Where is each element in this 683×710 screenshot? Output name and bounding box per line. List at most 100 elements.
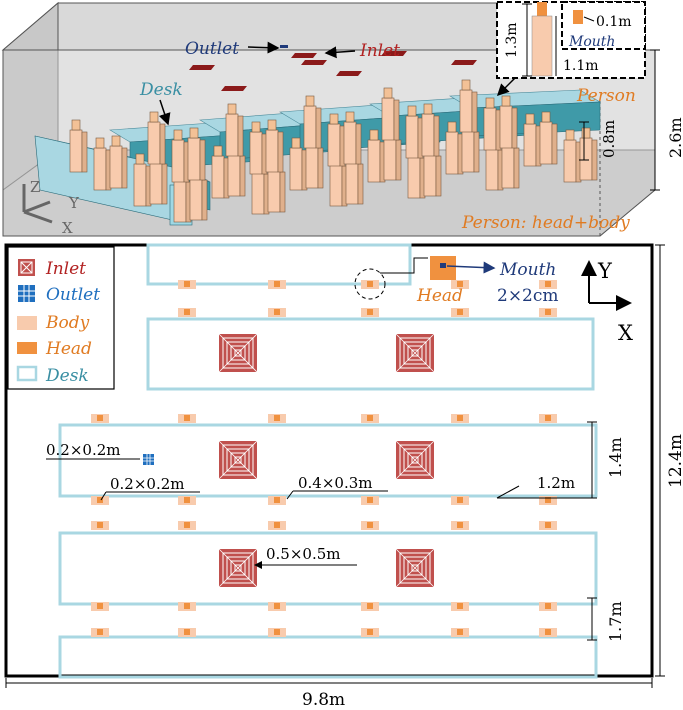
body-side-3d bbox=[201, 179, 208, 221]
head-3d bbox=[447, 121, 457, 133]
row-spacing-label: 1.7m bbox=[606, 601, 625, 642]
body-side-3d bbox=[433, 115, 440, 157]
head-plan bbox=[184, 309, 190, 315]
body-side-3d bbox=[435, 155, 442, 197]
inlet-plan bbox=[218, 333, 258, 373]
head-plan bbox=[457, 309, 463, 315]
head-3d bbox=[581, 127, 591, 139]
head-plan bbox=[367, 415, 373, 421]
desk-row-gap-label: 1.4m bbox=[606, 437, 625, 478]
axis-z-3d: Z bbox=[30, 178, 40, 196]
head-plan bbox=[545, 629, 551, 635]
head-3d bbox=[173, 129, 183, 141]
outlet-plan bbox=[143, 454, 154, 465]
room-height-dim: 2.6m bbox=[666, 117, 683, 158]
body-side-3d bbox=[237, 115, 244, 157]
head-3d bbox=[267, 119, 277, 131]
head-3d bbox=[71, 119, 81, 131]
body-3d bbox=[381, 97, 395, 141]
head-3d bbox=[111, 135, 121, 147]
body-3d bbox=[423, 153, 437, 197]
body-side-3d bbox=[513, 147, 520, 189]
legend-outlet-label: Outlet bbox=[46, 285, 100, 305]
head-plan bbox=[97, 497, 103, 503]
body-3d bbox=[189, 177, 203, 221]
head-3d bbox=[383, 87, 393, 99]
person-detail-inset: 1.3m 0.1m Mouth 1.1m bbox=[496, 1, 646, 79]
head-plan bbox=[457, 522, 463, 528]
head-plan bbox=[545, 415, 551, 421]
body-3d bbox=[171, 139, 185, 183]
head-plan bbox=[545, 603, 551, 609]
body-3d bbox=[345, 161, 359, 205]
head-3d bbox=[541, 111, 551, 123]
body-3d bbox=[149, 161, 163, 205]
body-3d bbox=[109, 145, 123, 189]
legend-inlet-label: Inlet bbox=[45, 259, 86, 279]
head-plan bbox=[457, 629, 463, 635]
head-3d bbox=[135, 153, 145, 165]
body-side-3d bbox=[279, 171, 286, 213]
head-3d bbox=[525, 113, 535, 125]
head-3d bbox=[407, 105, 417, 117]
desk-height-dim: 0.8m bbox=[600, 120, 618, 158]
head-plan bbox=[184, 497, 190, 503]
head-plan bbox=[97, 415, 103, 421]
head-plan bbox=[545, 281, 551, 287]
body-3d bbox=[367, 139, 381, 183]
inlet-vent-3d bbox=[381, 51, 407, 56]
head-3d bbox=[227, 103, 237, 115]
head-3d bbox=[501, 95, 511, 107]
body-3d bbox=[227, 153, 241, 197]
body-3d bbox=[265, 129, 279, 173]
head-plan bbox=[274, 603, 280, 609]
body-side-3d bbox=[315, 107, 322, 149]
head-plan bbox=[367, 309, 373, 315]
axis-y-3d: Y bbox=[68, 194, 80, 212]
inlet-label-3d: Inlet bbox=[359, 41, 400, 61]
desk-plan bbox=[146, 317, 595, 391]
head-plan bbox=[274, 281, 280, 287]
body-3d bbox=[461, 129, 475, 173]
head-plan bbox=[97, 603, 103, 609]
body-height-dim: 1.1m bbox=[563, 58, 599, 74]
person-caption: Person: head+body bbox=[461, 213, 630, 233]
body-side-3d bbox=[239, 155, 246, 197]
inlet-plan bbox=[218, 548, 258, 588]
body-side-3d bbox=[317, 147, 324, 189]
body-side-3d bbox=[81, 131, 88, 173]
head-plan bbox=[545, 522, 551, 528]
body-side-3d bbox=[357, 163, 364, 205]
body-side-3d bbox=[199, 139, 206, 181]
body-3d bbox=[267, 169, 281, 213]
body-3d bbox=[329, 163, 343, 207]
head-plan bbox=[274, 309, 280, 315]
body-3d bbox=[421, 113, 435, 157]
body-3d bbox=[483, 107, 497, 151]
head-3d bbox=[95, 137, 105, 149]
head-plan bbox=[184, 629, 190, 635]
body-side-3d bbox=[393, 99, 400, 141]
body-3d bbox=[383, 137, 397, 181]
body-3d bbox=[539, 121, 553, 165]
head-3d bbox=[423, 103, 433, 115]
head-plan bbox=[367, 603, 373, 609]
body-3d bbox=[407, 155, 421, 199]
inlet-vent-3d bbox=[301, 60, 327, 65]
desk-label-3d: Desk bbox=[139, 80, 183, 100]
plan-inlets bbox=[218, 333, 435, 588]
body-3d bbox=[343, 121, 357, 165]
head-plan bbox=[97, 522, 103, 528]
inlet-vent-3d bbox=[451, 60, 477, 65]
head-plan bbox=[184, 522, 190, 528]
head-3d bbox=[213, 145, 223, 157]
inlet-vent-3d bbox=[221, 86, 247, 91]
head-plan bbox=[545, 309, 551, 315]
head-plan bbox=[545, 497, 551, 503]
desk-plan bbox=[58, 531, 598, 606]
person-height-dim: 1.3m bbox=[504, 22, 520, 58]
body-3d bbox=[579, 137, 593, 181]
legend-body-label: Body bbox=[45, 313, 90, 333]
body-side-3d bbox=[591, 139, 598, 181]
